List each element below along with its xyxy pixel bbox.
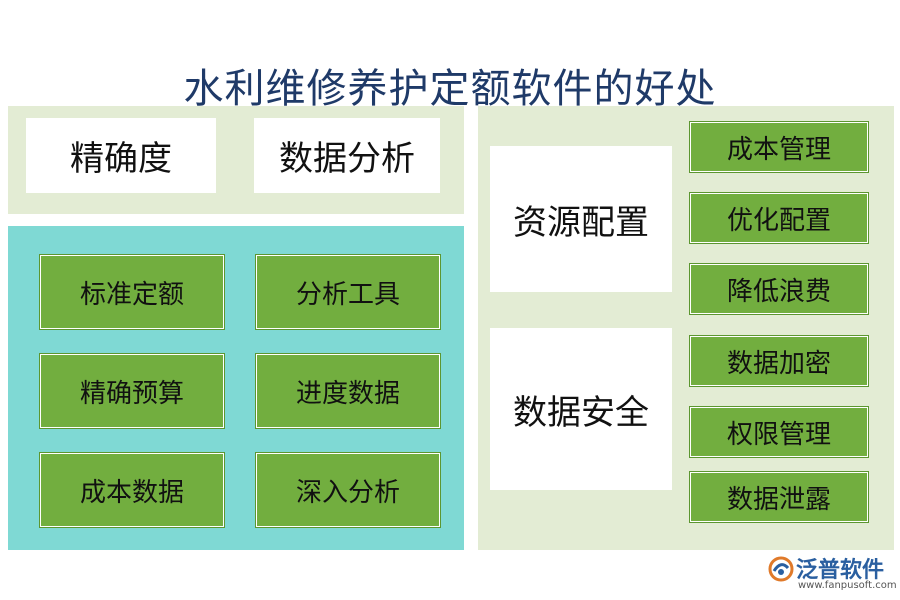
cost-data-box: 成本数据 [40, 453, 224, 527]
reduce-waste-box: 降低浪费 [690, 264, 868, 314]
logo-name: 泛普软件 [796, 558, 885, 583]
brand-logo: 泛普软件 www.fanpusoft.com [768, 552, 897, 596]
page-title: 水利维修养护定额软件的好处 [183, 66, 717, 112]
progress-data-box: 进度数据 [256, 354, 440, 428]
deep-analysis-box: 深入分析 [256, 453, 440, 527]
cost-management-box: 成本管理 [690, 122, 868, 172]
data-analysis-box: 数据分析 [254, 118, 440, 193]
logo-url: www.fanpusoft.com [798, 580, 897, 591]
right-panel: 资源配置 成本管理 优化配置 降低浪费 数据安全 数据加密 权限管理 数据泄露 [478, 106, 894, 550]
resource-allocation-box: 资源配置 [490, 146, 672, 292]
left-panel: 标准定额 分析工具 精确预算 进度数据 成本数据 深入分析 [8, 226, 464, 550]
data-encryption-box: 数据加密 [690, 336, 868, 386]
precision-box: 精确度 [26, 118, 216, 193]
top-panel: 精确度 数据分析 [8, 106, 464, 214]
fanpu-logo-icon [768, 556, 794, 582]
data-leak-box: 数据泄露 [690, 472, 868, 522]
standard-quota-box: 标准定额 [40, 255, 224, 329]
analysis-tools-box: 分析工具 [256, 255, 440, 329]
data-security-box: 数据安全 [490, 328, 672, 490]
permission-management-box: 权限管理 [690, 407, 868, 457]
precise-budget-box: 精确预算 [40, 354, 224, 428]
optimized-allocation-box: 优化配置 [690, 193, 868, 243]
